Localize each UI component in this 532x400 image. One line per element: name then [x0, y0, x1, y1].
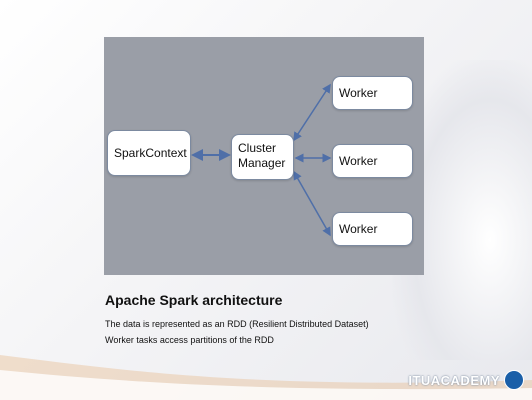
caption-line-2: Worker tasks access partitions of the RD… — [105, 335, 274, 345]
worker-label-2: Worker — [339, 154, 378, 168]
cluster-manager-label-line2: Manager — [238, 156, 286, 170]
worker-node-1: Worker — [332, 76, 413, 110]
itu-academy-logo: ITUACADEMY — [408, 370, 524, 390]
itu-globe-icon — [504, 370, 524, 390]
diagram-panel: SparkContext Cluster Manager Worker Work… — [104, 37, 424, 275]
spark-context-label: SparkContext — [114, 146, 187, 160]
worker-label-3: Worker — [339, 222, 378, 236]
worker-node-2: Worker — [332, 144, 413, 178]
diagram-arrows — [191, 83, 332, 237]
slide-title: Apache Spark architecture — [105, 292, 283, 308]
worker-node-3: Worker — [332, 212, 413, 246]
arrow-manager-to-worker-1 — [293, 83, 331, 142]
arrow-manager-to-worker-3 — [293, 170, 331, 237]
spark-context-node: SparkContext — [107, 130, 191, 176]
logo-text: ITUACADEMY — [408, 372, 500, 388]
cluster-manager-node: Cluster Manager — [231, 134, 294, 180]
decorative-swoosh — [0, 355, 532, 400]
worker-label-1: Worker — [339, 86, 378, 100]
cluster-manager-label-line1: Cluster — [238, 141, 277, 155]
caption-line-1: The data is represented as an RDD (Resil… — [105, 319, 369, 329]
